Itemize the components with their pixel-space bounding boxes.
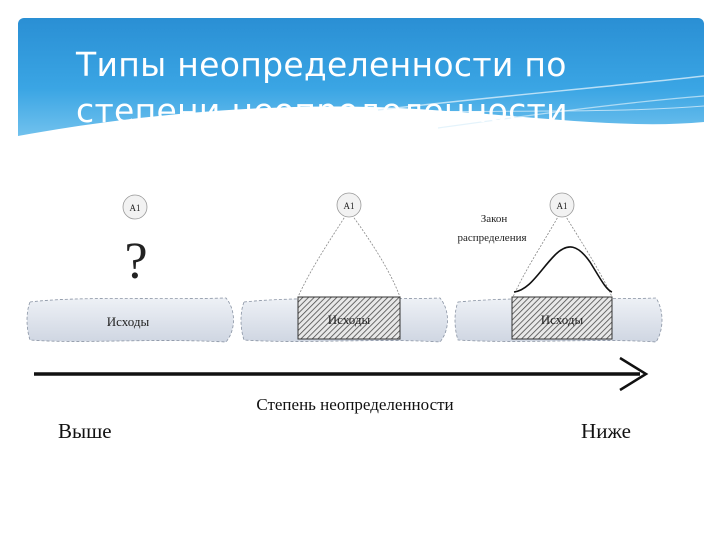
node-a1-label: A1	[557, 201, 568, 211]
uncertainty-axis: Степень неопределенности Выше Ниже	[34, 358, 646, 443]
panel-full-uncertainty: A1 ? Исходы	[27, 195, 234, 342]
outcomes-label-1: Исходы	[107, 314, 150, 329]
panel-known-range: A1 Исходы	[241, 193, 448, 342]
distribution-label-line1: Закон	[481, 213, 508, 225]
range-line-right-2	[352, 215, 400, 297]
outcomes-label-2: Исходы	[328, 312, 371, 327]
distribution-label-line2: распределения	[457, 232, 526, 244]
panel-known-distribution: A1 Закон распределения Исходы	[455, 193, 662, 342]
range-line-left-2	[298, 215, 346, 297]
node-a1-label: A1	[344, 201, 355, 211]
range-line-left-3	[513, 215, 559, 297]
axis-label: Степень неопределенности	[256, 395, 453, 414]
right-end-label: Ниже	[581, 419, 631, 443]
question-mark: ?	[124, 233, 147, 290]
left-end-label: Выше	[58, 419, 112, 443]
distribution-curve	[514, 247, 612, 292]
outcomes-label-3: Исходы	[541, 312, 584, 327]
node-a1-label: A1	[130, 203, 141, 213]
